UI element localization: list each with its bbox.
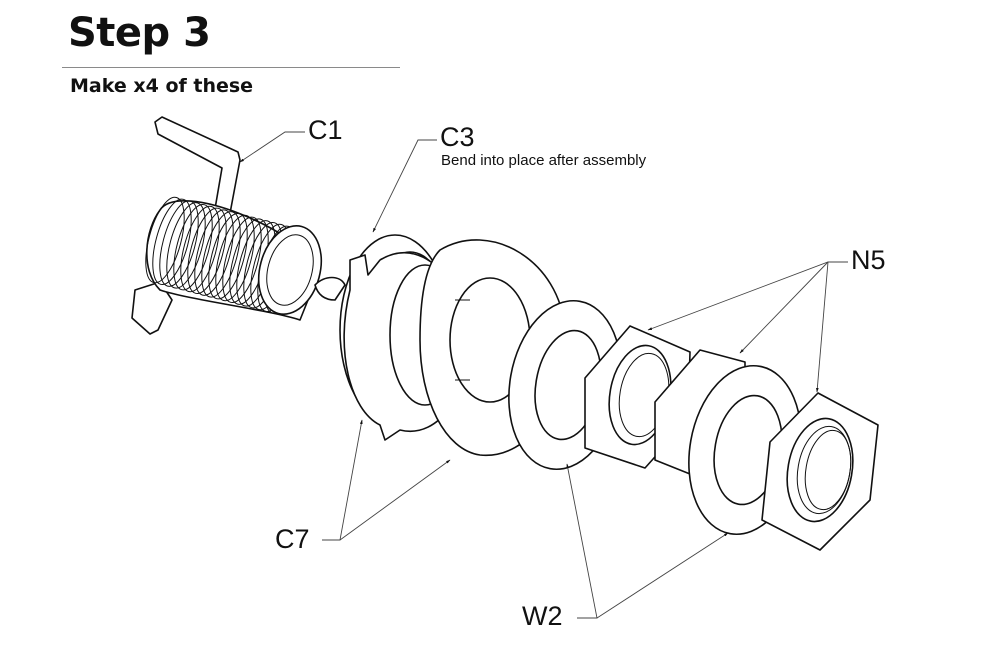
part-n5-hex-nut-3 [761, 392, 879, 551]
title-divider [62, 67, 400, 68]
thread-ring [187, 207, 227, 295]
label-c7: C7 [275, 524, 310, 554]
step-subtitle: Make x4 of these [70, 75, 254, 97]
label-c1: C1 [308, 115, 343, 145]
thread-ring [222, 216, 262, 304]
label-c3: C3 [440, 122, 475, 152]
leader-n5 [647, 261, 848, 393]
part-c1-threaded-bushing [131, 116, 346, 335]
thread-ring [159, 200, 199, 287]
thread-ring [173, 203, 213, 291]
thread-ring [152, 198, 192, 286]
label-n5: N5 [851, 245, 886, 275]
leader-c3 [372, 139, 437, 233]
leader-c7 [322, 419, 451, 541]
thread-ring [194, 209, 234, 296]
thread-ring [208, 212, 248, 300]
note-c3: Bend into place after assembly [441, 152, 647, 169]
thread-ring [215, 214, 255, 302]
step-title: Step 3 [68, 10, 211, 56]
thread-ring [145, 196, 185, 284]
thread-ring [180, 205, 220, 293]
label-w2: W2 [522, 601, 563, 631]
leader-c1 [239, 131, 305, 163]
leader-w2 [566, 463, 729, 619]
thread-ring [201, 211, 241, 298]
thread-ring [166, 202, 206, 289]
